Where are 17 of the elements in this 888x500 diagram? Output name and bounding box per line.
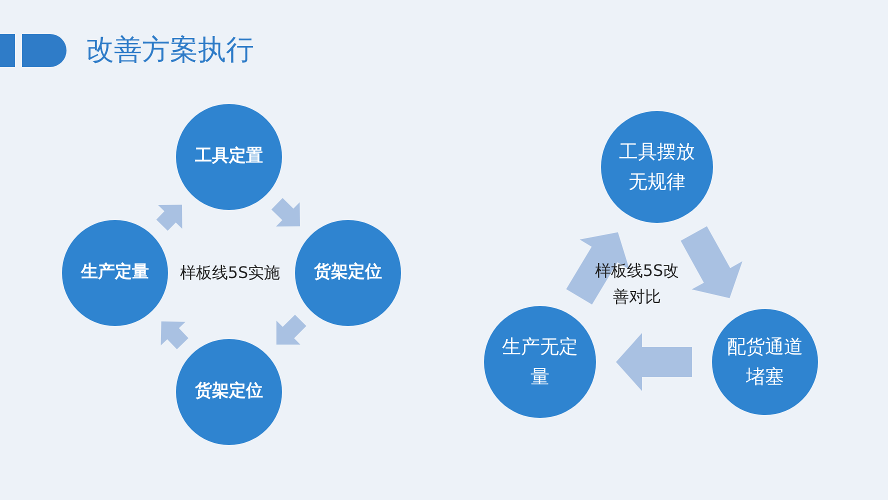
center-label: 样板线5S实施 xyxy=(178,262,282,284)
block-arrow xyxy=(160,321,188,350)
node-text: 工具定置 xyxy=(194,145,264,168)
node-text: 工具摆放无规律 xyxy=(618,140,696,195)
node-text: 货架定位 xyxy=(313,261,383,284)
center-label: 样板线5S改善对比 xyxy=(594,260,680,308)
block-arrow xyxy=(156,204,182,231)
block-arrow xyxy=(616,333,692,391)
block-arrow xyxy=(680,226,742,298)
title: 改善方案执行 xyxy=(86,32,254,68)
node-text: 配货通道堵塞 xyxy=(726,334,804,390)
block-arrow xyxy=(271,198,300,226)
node-text: 生产无定量 xyxy=(501,334,579,390)
node-text: 生产定量 xyxy=(80,261,150,284)
block-arrow xyxy=(566,232,630,304)
node-text: 货架定位 xyxy=(194,380,264,404)
block-arrow xyxy=(276,314,306,345)
